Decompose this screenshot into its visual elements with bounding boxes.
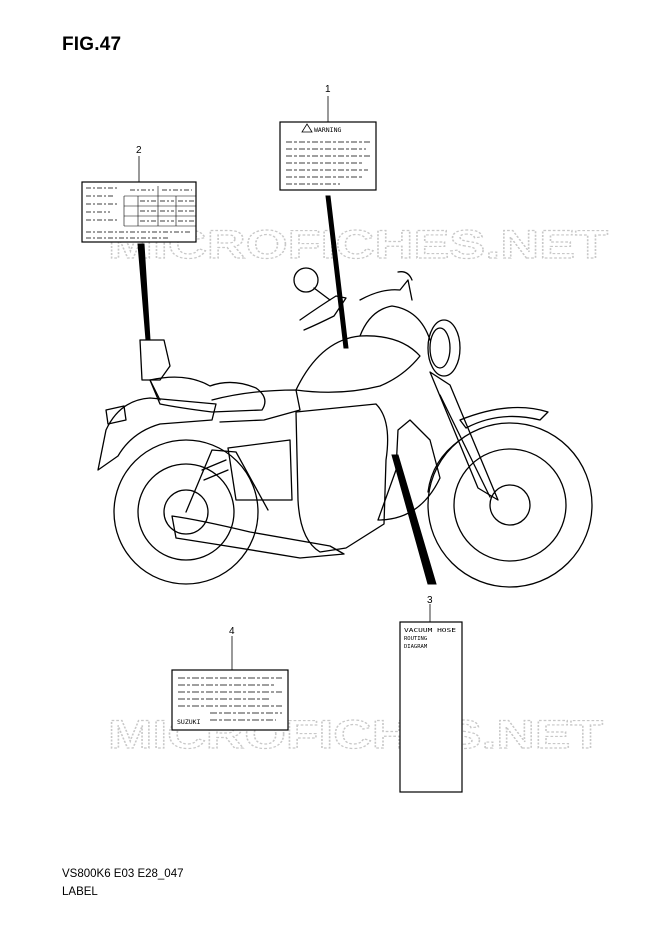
tire-information-label[interactable] bbox=[81, 181, 197, 243]
model-code: VS800K6 E03 E28_047 bbox=[62, 868, 184, 880]
leader-1 bbox=[325, 195, 349, 349]
warning-header-text: WARNING bbox=[314, 126, 341, 134]
callout-number-3: 3 bbox=[427, 595, 433, 606]
callout-number-4: 4 bbox=[229, 626, 235, 637]
figure-title: FIG.47 bbox=[62, 34, 122, 55]
info-label[interactable]: SUZUKI bbox=[171, 669, 289, 731]
warning-triangle-icon bbox=[301, 123, 313, 133]
hose-routing-line-3: DIAGRAM bbox=[404, 644, 428, 650]
callout-tick-lines bbox=[138, 96, 431, 670]
callout-leaders bbox=[137, 195, 437, 585]
motorcycle-outline bbox=[97, 267, 593, 588]
hose-routing-line-2: ROUTING bbox=[404, 636, 427, 642]
callout-number-2: 2 bbox=[136, 145, 142, 156]
figure-category: LABEL bbox=[62, 886, 98, 898]
leader-3 bbox=[391, 454, 437, 585]
suzuki-brand-text: SUZUKI bbox=[177, 718, 201, 726]
hose-routing-line-1: VACUUM HOSE bbox=[404, 628, 456, 634]
leader-2 bbox=[137, 243, 151, 341]
warning-label[interactable]: WARNING bbox=[279, 121, 377, 191]
callout-number-1: 1 bbox=[325, 84, 331, 95]
vacuum-hose-routing-label[interactable]: VACUUM HOSE ROUTING DIAGRAM bbox=[399, 621, 463, 793]
